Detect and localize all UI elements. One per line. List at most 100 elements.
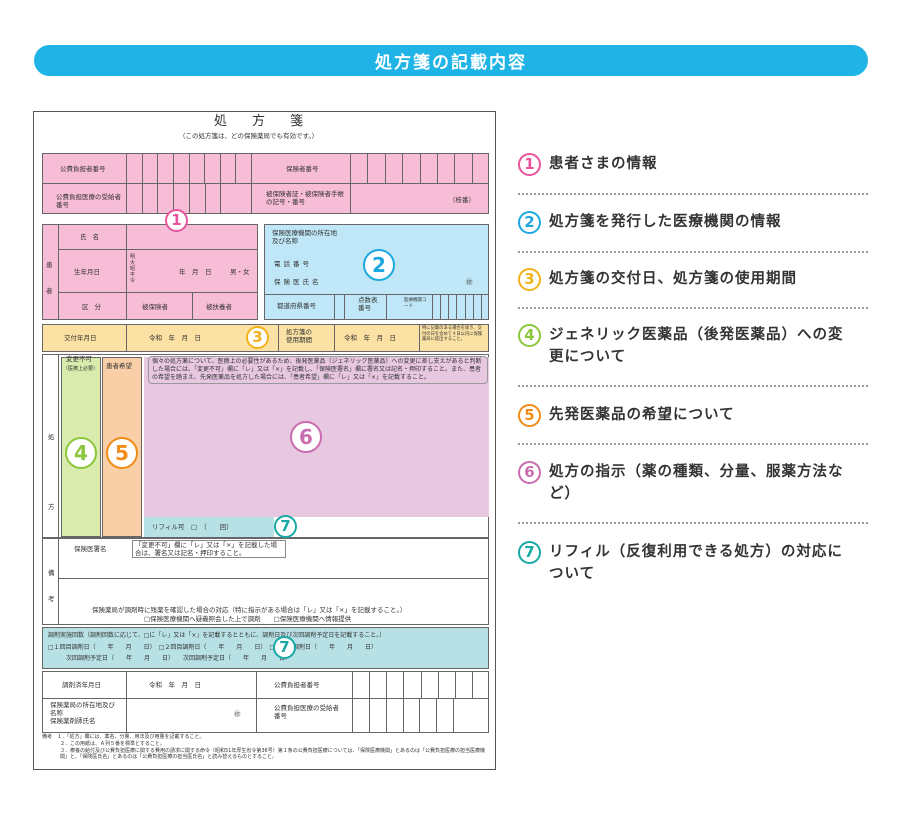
legend-divider bbox=[518, 385, 868, 387]
dispense-row1: □１回目調剤日（ 年 月 日） □２回目調剤日（ 年 月 日） □３回目調剤日（… bbox=[48, 644, 378, 651]
legend-divider bbox=[518, 193, 868, 195]
period-note: 特に記載のある場合を除き、交付の日を含めて４日以内に保険薬局に提出すること。 bbox=[422, 326, 483, 342]
insurer-number-cells bbox=[350, 153, 489, 183]
label-insurer-number: 保険者番号 bbox=[286, 165, 319, 173]
dispensed-date-value: 令和 年 月 日 bbox=[149, 681, 201, 689]
row-divider bbox=[42, 698, 489, 699]
label-remarks: 備考 bbox=[48, 569, 55, 603]
payer-number-cells bbox=[126, 153, 251, 183]
dispense-row2: 次回調剤予定日（ 年 月 日） 次回調剤予定日（ 年 月 日） bbox=[66, 655, 292, 662]
label-payer-number2: 公費負担者番号 bbox=[274, 681, 320, 689]
label-recipient-number2: 公費負担医療の受給者番号 bbox=[274, 704, 339, 720]
legend-text-2: 処方箋を発行した医療機関の情報 bbox=[549, 214, 782, 230]
label-era: 明大昭平令 bbox=[130, 254, 136, 284]
remarks-area bbox=[42, 538, 489, 625]
legend-item-7: 7 リフィル（反復利用できる処方）の対応について bbox=[518, 541, 868, 585]
label-ymd: 年 月 日 bbox=[179, 268, 212, 276]
label-pharmacist: 保険薬剤師氏名 bbox=[50, 717, 96, 725]
label-change-ok: 変更不可 bbox=[66, 355, 92, 363]
legend-marker-7: 7 bbox=[518, 541, 541, 564]
banner-title: 処方箋の記載内容 bbox=[375, 53, 527, 73]
legend-item-4: 4 ジェネリック医薬品（後発医薬品）への変更について bbox=[518, 324, 868, 368]
label-period: 処方箋の使用期間 bbox=[286, 328, 312, 344]
label-dependent: 被扶養者 bbox=[206, 303, 232, 311]
label-payer-number: 公費負担者番号 bbox=[60, 165, 106, 173]
label-insured: 被保険者 bbox=[142, 303, 168, 311]
section-7-refill bbox=[144, 517, 274, 537]
row-divider bbox=[264, 294, 489, 295]
label-issue-date: 交付年月日 bbox=[64, 334, 97, 342]
label-branch: （枝番） bbox=[449, 196, 475, 204]
clinic-code-cells bbox=[432, 294, 489, 320]
col-divider bbox=[350, 183, 351, 214]
legend-item-3: 3 処方箋の交付日、処方箋の使用期間 bbox=[518, 268, 868, 291]
legend-item-6: 6 処方の指示（薬の種類、分量、服薬方法など） bbox=[518, 461, 868, 505]
legend-text-7: リフィル（反復利用できる処方）の対応について bbox=[549, 544, 843, 582]
label-pharmacy: 保険薬局の所在地及び名称 bbox=[50, 701, 115, 717]
col-divider bbox=[192, 292, 193, 320]
legend-divider bbox=[518, 251, 868, 253]
label-recipient-number: 公費負担医療の受給者番号 bbox=[56, 193, 121, 209]
pharmacist-seal: ㊞ bbox=[234, 710, 241, 718]
label-insured-card: 被保険者証・被保険者手帳の記号・番号 bbox=[266, 190, 344, 206]
label-category: 区分 bbox=[82, 303, 107, 311]
label-dispensed-date: 調剤済年月日 bbox=[62, 681, 101, 689]
col-divider bbox=[126, 324, 127, 352]
marker-7-refill: 7 bbox=[274, 515, 297, 538]
row-divider bbox=[58, 249, 258, 250]
legend-item-5: 5 先発医薬品の希望について bbox=[518, 404, 868, 427]
issue-date-value: 令和 年 月 日 bbox=[149, 334, 201, 342]
legend-marker-6: 6 bbox=[518, 461, 541, 484]
col-divider bbox=[278, 324, 279, 352]
legend-text-4: ジェネリック医薬品（後発医薬品）への変更について bbox=[549, 327, 844, 365]
legend-text-3: 処方箋の交付日、処方箋の使用期間 bbox=[549, 271, 797, 287]
payer-number2-cells bbox=[352, 671, 489, 698]
label-birthdate: 生年月日 bbox=[74, 268, 100, 276]
row-divider bbox=[58, 292, 258, 293]
legend-text-5: 先発医薬品の希望について bbox=[549, 407, 735, 423]
col-divider bbox=[126, 224, 127, 320]
label-doctor-name: 保険医氏名 bbox=[274, 278, 322, 286]
col-divider bbox=[126, 671, 127, 733]
form-subtitle: （この処方箋は、どの保険薬局でも有効です。） bbox=[179, 132, 319, 140]
col-divider bbox=[58, 224, 59, 320]
row-divider bbox=[42, 183, 489, 184]
legend-divider bbox=[518, 307, 868, 309]
col-divider bbox=[334, 324, 335, 352]
legend-marker-3: 3 bbox=[518, 268, 541, 291]
col-divider bbox=[251, 153, 252, 214]
label-doctor-signature: 保険医署名 bbox=[74, 545, 107, 553]
marker-3: 3 bbox=[246, 326, 269, 349]
refill-value: リフィル可 □ （ 回） bbox=[152, 523, 233, 531]
col-divider bbox=[419, 324, 420, 352]
form-title: 処 方 箋 bbox=[214, 114, 310, 129]
recipient-number2-cells bbox=[352, 698, 470, 733]
legend-item-1: 1 患者さまの情報 bbox=[518, 153, 868, 176]
legend-divider bbox=[518, 443, 868, 445]
rx-notice: 個々の処方薬について、医療上の必要性があるため、後発医薬品（ジェネリック医薬品）… bbox=[148, 356, 488, 384]
prefecture-cells bbox=[334, 294, 354, 320]
label-clinic-address: 保険医療機関の所在地及び名称 bbox=[272, 229, 337, 245]
pharmacy-area bbox=[42, 671, 489, 733]
marker-4: 4 bbox=[65, 437, 97, 469]
marker-5: 5 bbox=[106, 437, 138, 469]
legend-marker-2: 2 bbox=[518, 211, 541, 234]
footnote-1: 備考 １．「処方」欄には、薬名、分量、用法及び用量を記載すること。 bbox=[42, 734, 205, 740]
recipient-number-cells bbox=[126, 183, 236, 214]
period-date-value: 令和 年 月 日 bbox=[344, 334, 396, 342]
label-patient-wish: 患者希望 bbox=[106, 362, 132, 370]
marker-1: 1 bbox=[165, 209, 188, 232]
label-score-table: 点数表番号 bbox=[358, 296, 378, 312]
legend-divider bbox=[518, 522, 868, 524]
col-divider bbox=[256, 671, 257, 733]
marker-7-dispense: 7 bbox=[273, 636, 296, 659]
score-cells bbox=[386, 294, 400, 320]
stock-options: □保険医療機関へ疑義照会した上で調剤 □保険医療機関へ情報提供 bbox=[144, 615, 352, 623]
doctor-seal: ㊞ bbox=[466, 278, 473, 286]
footnote-3: ３．療養の給付及び公費負担医療に関する費用の請求に関する命令（昭和51年厚生省令… bbox=[60, 748, 485, 760]
section-7-dispense bbox=[42, 627, 489, 669]
marker-2: 2 bbox=[363, 249, 395, 281]
page-banner: 処方箋の記載内容 bbox=[34, 45, 868, 76]
col-divider bbox=[58, 354, 59, 538]
label-clinic-code: 医療機関コード bbox=[404, 298, 427, 309]
